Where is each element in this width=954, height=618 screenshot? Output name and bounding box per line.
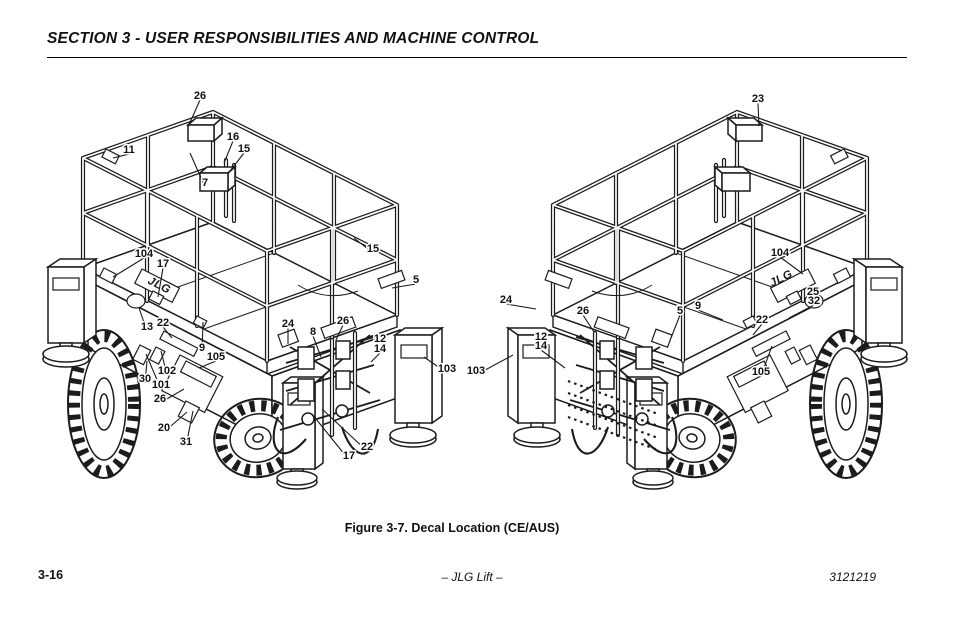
callout-label: 15 [367, 243, 379, 255]
header-rule [47, 57, 907, 58]
callout-label: 25 [807, 286, 819, 298]
decal-diagram-left: JLG [43, 112, 442, 489]
callout-leader [475, 354, 514, 376]
footer-page-number: 3-16 [38, 568, 64, 582]
callout-label: 7 [202, 177, 208, 189]
callout-leader [505, 303, 537, 310]
callout-leader [187, 99, 201, 128]
callout-label: 103 [467, 365, 485, 377]
callout-leader [788, 304, 815, 319]
callout-leader [757, 102, 760, 127]
callout-label: 22 [361, 441, 373, 453]
callout-leader [670, 314, 681, 339]
callout-label: 30 [139, 373, 151, 385]
callout-label: 103 [438, 363, 456, 375]
callout-leader [201, 321, 204, 353]
callout-leader [540, 349, 566, 369]
callout-leader [223, 140, 234, 164]
callout-label: 105 [752, 366, 770, 378]
callout-label: 9 [199, 342, 205, 354]
callout-leader [112, 257, 145, 278]
callout-label: 24 [282, 318, 295, 330]
callout-label: 23 [752, 93, 764, 105]
callout-leader [144, 360, 148, 384]
callout-label: 9 [695, 300, 701, 312]
callout-leader [760, 345, 773, 377]
callout-leader [160, 350, 168, 376]
vent-panel [567, 379, 659, 452]
callout-label: 15 [238, 143, 250, 155]
callout-leader [752, 323, 763, 336]
callout-label: 5 [677, 305, 683, 317]
callout-label: 5 [413, 274, 419, 286]
callout-label: 16 [227, 131, 239, 143]
callout-leader [423, 356, 448, 374]
callout-label: 14 [535, 340, 548, 352]
callout-leader [312, 335, 322, 358]
callout-label: 104 [771, 247, 790, 259]
callout-label: 22 [157, 317, 169, 329]
callout-leader [582, 314, 595, 333]
decal-diagram-right: JLG [508, 112, 907, 489]
callout-label: 105 [207, 351, 225, 363]
callout-leader [311, 413, 350, 461]
callout-leader [185, 410, 194, 447]
callout-label: 17 [157, 258, 169, 270]
callout-leader [779, 256, 804, 275]
callout-leader [157, 267, 164, 298]
callout-label: 24 [500, 294, 513, 306]
callout-leader [145, 353, 162, 390]
callout-leader [189, 152, 206, 188]
callout-leader [112, 153, 130, 159]
callout-leader [370, 352, 381, 363]
callout-leader [198, 360, 217, 369]
callout-leader [138, 307, 148, 332]
callout-label: 26 [194, 90, 206, 102]
callout-label: 12 [374, 333, 386, 345]
callout-label: 101 [152, 379, 170, 391]
callout-label: 26 [337, 315, 349, 327]
callout-label: 104 [135, 248, 154, 260]
callout-leader [159, 388, 185, 404]
callout-leader [335, 324, 344, 341]
callout-label: 17 [343, 450, 355, 462]
callout-label: 102 [158, 365, 176, 377]
callout-label: 26 [577, 305, 589, 317]
figure-caption: Figure 3-7. Decal Location (CE/AUS) [344, 521, 560, 535]
callout-leader [163, 411, 188, 433]
callout-leader [321, 408, 368, 452]
callout-label: 11 [123, 144, 135, 156]
callout-label: 12 [535, 331, 547, 343]
callout-leader [229, 152, 245, 172]
section-header: SECTION 3 - USER RESPONSIBILITIES AND MA… [47, 30, 540, 47]
callout-label: 22 [756, 314, 768, 326]
callout-label: 13 [141, 321, 153, 333]
callout-leader [391, 283, 417, 289]
callout-leader [162, 326, 173, 339]
footer-brand: – JLG Lift – [441, 570, 503, 584]
callout-leader [353, 237, 374, 254]
callout-label: 14 [374, 343, 387, 355]
callout-label: 20 [158, 422, 170, 434]
callout-label: 32 [808, 295, 820, 307]
callout-label: 31 [180, 436, 192, 448]
footer-document-number: 3121219 [829, 570, 876, 584]
callout-leader [697, 309, 724, 321]
callout-label: 8 [310, 326, 316, 338]
callout-label: 26 [154, 393, 166, 405]
